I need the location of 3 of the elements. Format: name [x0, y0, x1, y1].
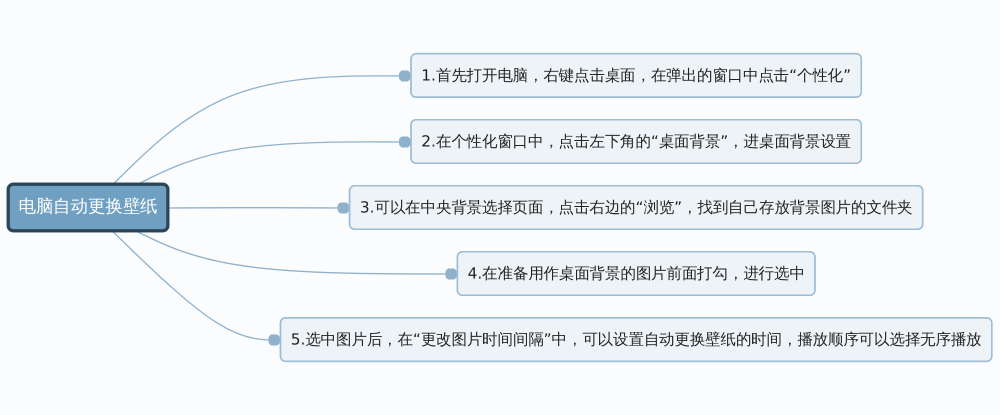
connector [136, 230, 458, 280]
connector [168, 202, 350, 214]
connector [112, 230, 282, 346]
